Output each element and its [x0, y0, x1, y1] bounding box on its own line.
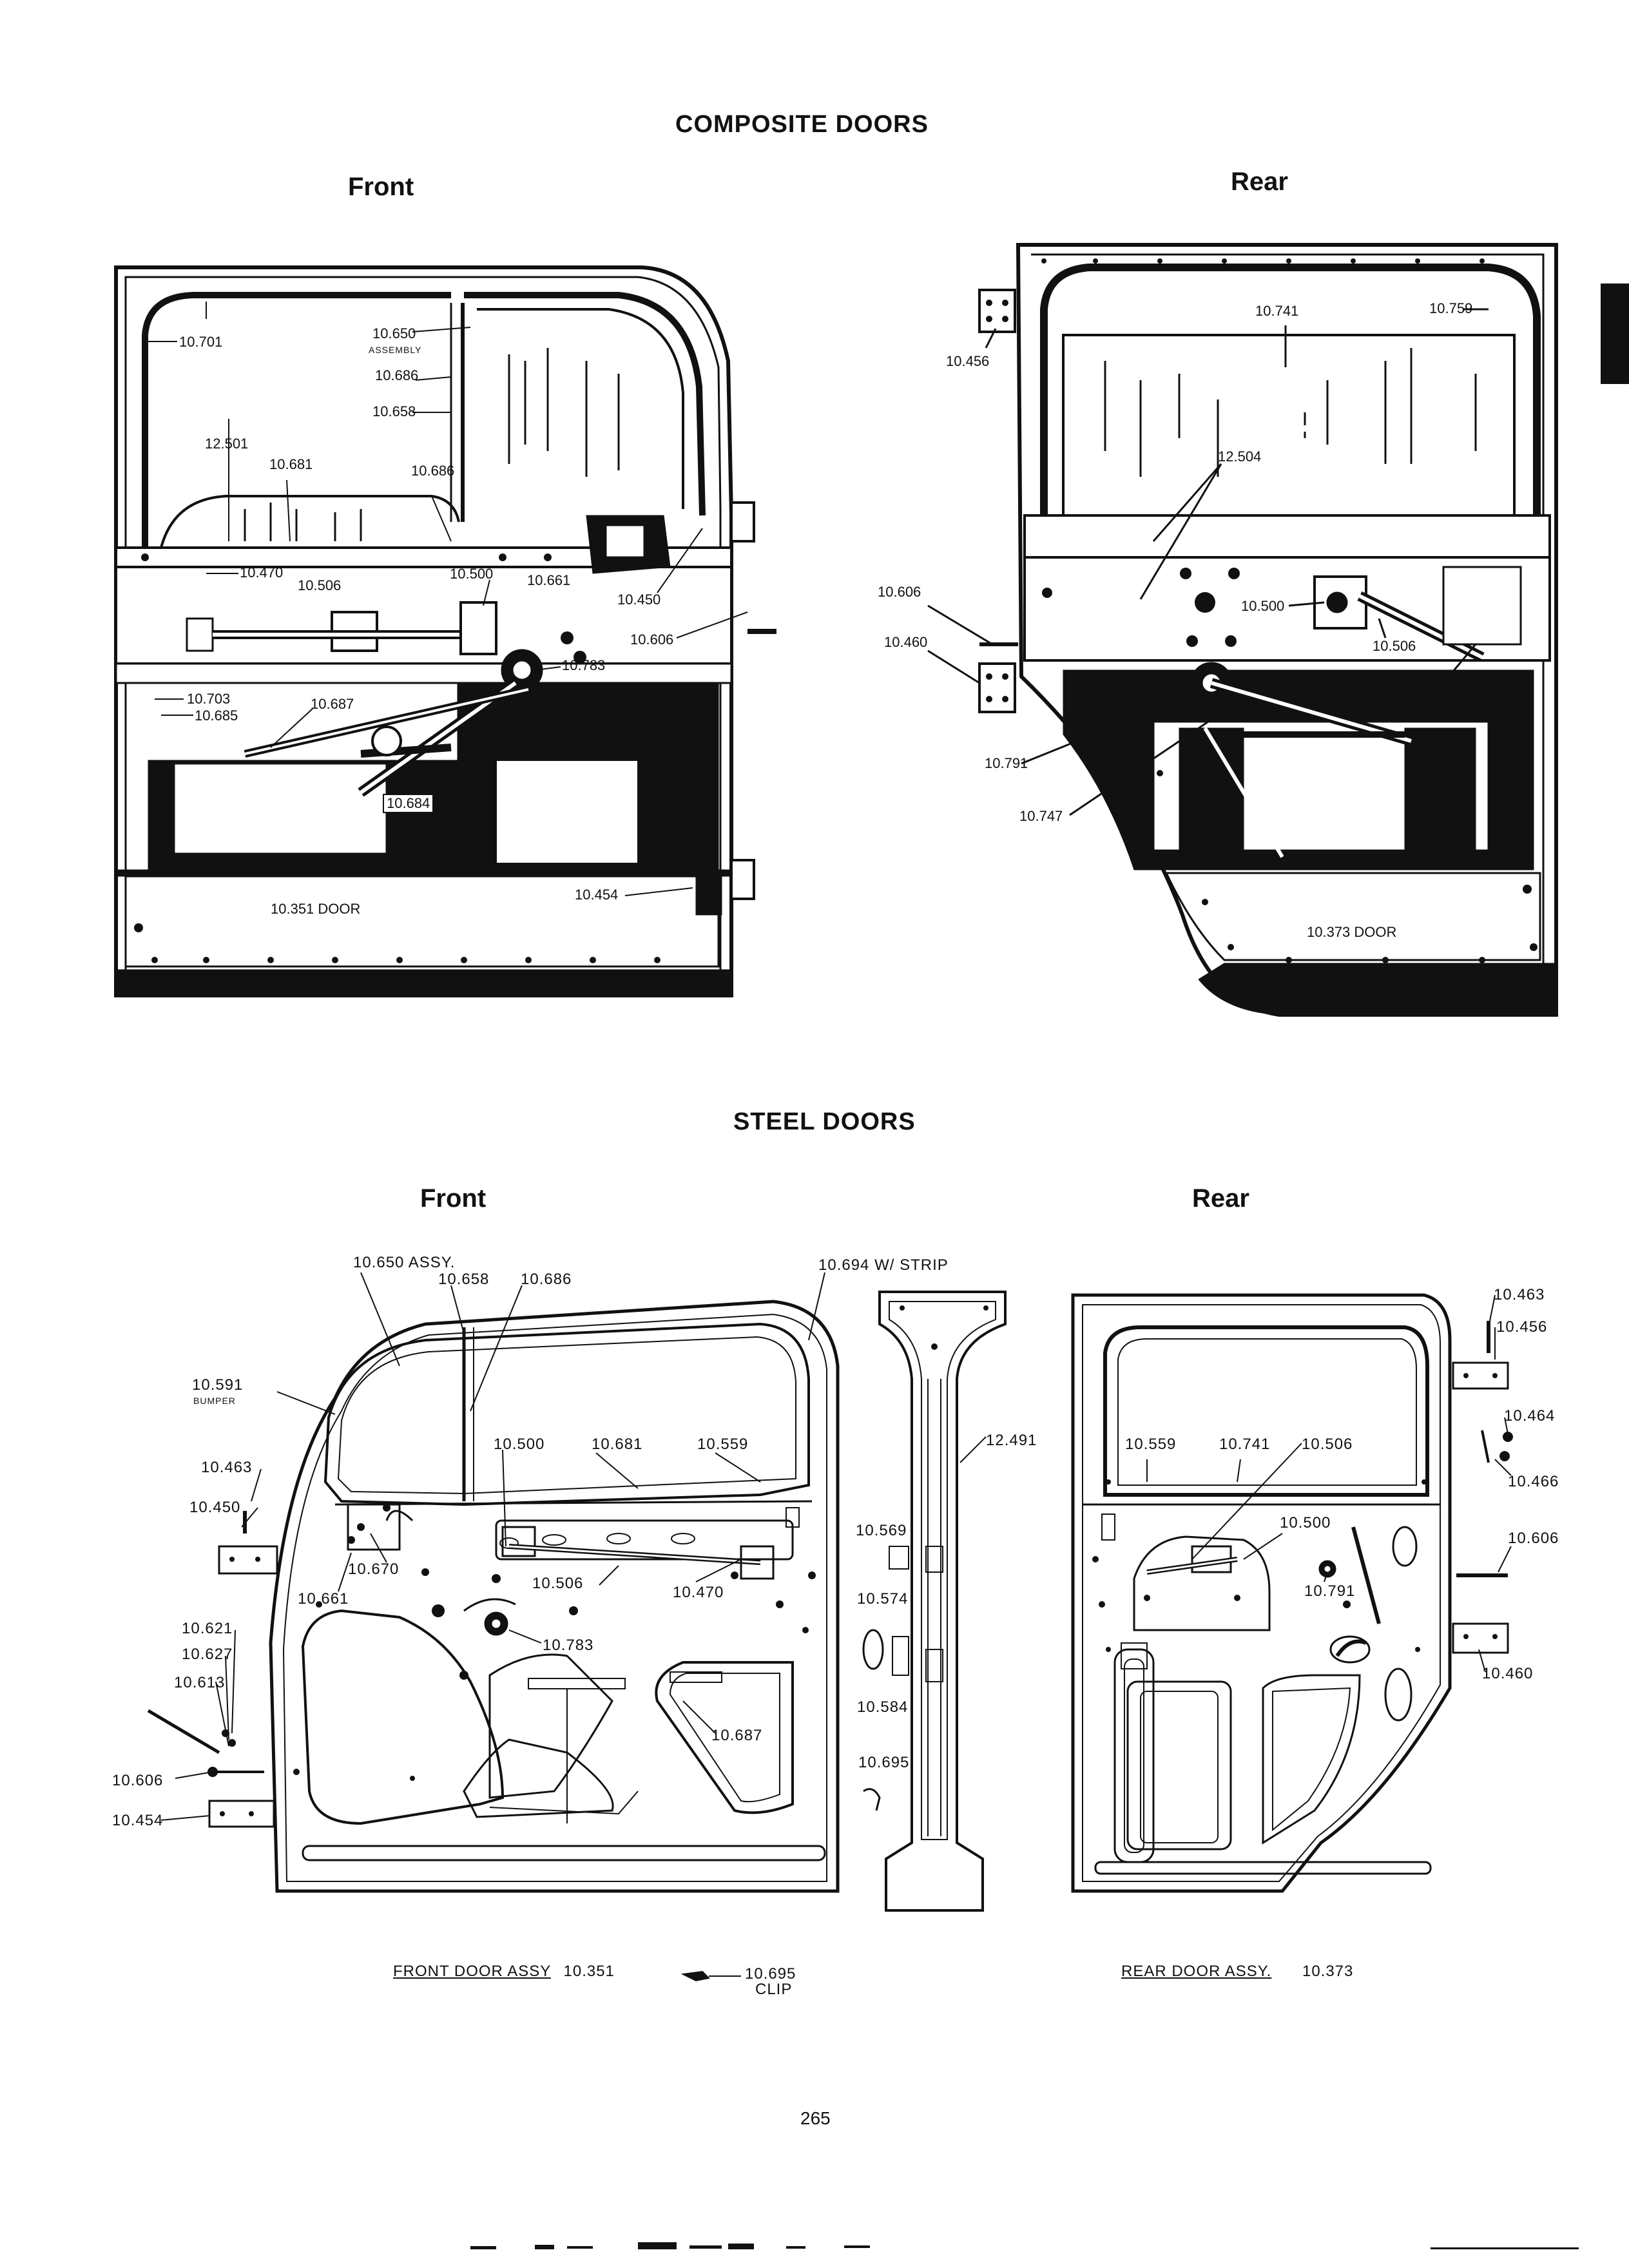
- part-label: 10.613: [174, 1674, 226, 1691]
- part-label: 12.491: [986, 1432, 1037, 1449]
- part-label: 10.464: [1504, 1407, 1556, 1425]
- part-label: 10.627: [182, 1646, 233, 1663]
- part-label: 10.450: [617, 591, 661, 608]
- part-label: 10.681: [269, 456, 313, 472]
- steel-doors-title: STEEL DOORS: [733, 1108, 916, 1135]
- part-label: 10.670: [348, 1561, 400, 1578]
- part-label: 10.500: [450, 566, 494, 582]
- part-label: 10.686: [521, 1271, 572, 1288]
- part-label: 10.463: [201, 1459, 253, 1476]
- part-label: 10.506: [298, 577, 342, 593]
- part-label: 10.686: [375, 367, 419, 383]
- part-label: 10.703: [187, 691, 231, 707]
- part-label: 10.621: [182, 1620, 233, 1637]
- part-label: 10.783: [562, 657, 606, 673]
- part-label: 10.686: [411, 463, 455, 479]
- part-label: 10.500: [494, 1436, 545, 1453]
- part-label: 10.687: [711, 1727, 763, 1744]
- part-label: BUMPER: [193, 1396, 236, 1406]
- part-label: 10.454: [112, 1812, 164, 1829]
- composite-rear-door-drawing: [927, 243, 1558, 1017]
- part-label: 10.687: [311, 696, 354, 712]
- composite-rear-heading: Rear: [1231, 168, 1288, 196]
- part-label: 10.606: [112, 1772, 164, 1789]
- part-label: 10.650 ASSY.: [353, 1254, 456, 1271]
- part-label: 10.506: [1373, 638, 1416, 654]
- part-label: 10.466: [1508, 1473, 1559, 1490]
- part-label: 10.559: [697, 1436, 749, 1453]
- part-label: 10.741: [1255, 303, 1299, 319]
- part-label: 10.454: [575, 887, 619, 903]
- part-label: 10.759: [1429, 300, 1473, 316]
- front-door-assembly-caption: FRONT DOOR ASSY 10.351: [393, 1963, 615, 1981]
- part-label: 10.460: [884, 634, 928, 650]
- part-label: 10.450: [189, 1499, 241, 1516]
- part-label: 12.501: [205, 436, 249, 452]
- part-label: 10.569: [856, 1522, 907, 1539]
- part-label: 10.463: [1494, 1286, 1545, 1303]
- part-label: 10.456: [946, 353, 990, 369]
- composite-front-door-drawing: [114, 265, 776, 997]
- rear-door-assembly-number: 10.373: [1302, 1963, 1354, 1980]
- rear-door-assembly-title: REAR DOOR ASSY.: [1121, 1963, 1272, 1980]
- scan-artifacts: [470, 2242, 1579, 2249]
- steel-rear-door-drawing: [1071, 1293, 1513, 1893]
- part-label: 10.685: [195, 707, 238, 724]
- part-label: 10.661: [527, 572, 571, 588]
- steel-front-heading: Front: [420, 1184, 487, 1213]
- part-label: 10.574: [857, 1590, 909, 1608]
- part-label: 10.701: [179, 334, 223, 350]
- center-pillar-drawing: [680, 1291, 1007, 1982]
- part-label: 10.584: [857, 1698, 909, 1716]
- steel-front-door-drawing: [147, 1272, 987, 1893]
- clip-part-number: 10.695: [745, 1965, 796, 1983]
- part-label: 10.591: [192, 1376, 244, 1394]
- part-label: 10.650: [372, 325, 416, 341]
- part-label: 10.351 DOOR: [271, 901, 361, 917]
- page-number: 265: [800, 2108, 831, 2128]
- part-label: 10.470: [673, 1584, 724, 1601]
- part-label: 10.606: [878, 584, 921, 600]
- page-tab-marker: [1601, 284, 1629, 384]
- composite-front-heading: Front: [348, 173, 414, 201]
- part-label: 10.606: [630, 631, 674, 648]
- part-label: 10.460: [1482, 1665, 1534, 1682]
- clip-label: CLIP: [755, 1981, 793, 1998]
- part-label: 10.500: [1280, 1514, 1331, 1532]
- part-label: 10.506: [532, 1575, 584, 1592]
- part-label: 10.470: [240, 564, 284, 581]
- part-label: 10.694 W/ STRIP: [818, 1256, 949, 1274]
- part-label: 10.783: [543, 1637, 594, 1654]
- part-label: 10.506: [1302, 1436, 1353, 1453]
- part-label: 10.559: [1125, 1436, 1177, 1453]
- part-label: 10.695: [858, 1754, 910, 1771]
- part-label: 10.791: [1304, 1582, 1356, 1600]
- part-label: 10.791: [985, 755, 1028, 771]
- part-label: 10.373 DOOR: [1307, 924, 1397, 940]
- part-label: 10.661: [298, 1590, 349, 1608]
- part-label: 10.470: [1416, 684, 1460, 700]
- part-label: 10.658: [372, 403, 416, 419]
- rear-door-assembly-caption: REAR DOOR ASSY. 10.373: [1121, 1963, 1353, 1981]
- part-label: 10.500: [1241, 598, 1285, 614]
- composite-doors-title: COMPOSITE DOORS: [675, 111, 929, 138]
- part-label: 10.741: [1219, 1436, 1271, 1453]
- part-label: 10.658: [438, 1271, 490, 1288]
- part-label: 10.606: [1508, 1530, 1559, 1547]
- part-label: 10.747: [1019, 808, 1063, 824]
- part-label: 12.504: [1218, 448, 1262, 465]
- part-label: 10.456: [1496, 1318, 1548, 1336]
- part-label: ASSEMBLY: [369, 345, 422, 355]
- front-door-assembly-title: FRONT DOOR ASSY: [393, 1963, 551, 1980]
- front-door-assembly-number: 10.351: [563, 1963, 615, 1980]
- part-label: 10.684: [383, 794, 434, 813]
- part-label: 10.681: [592, 1436, 643, 1453]
- steel-rear-heading: Rear: [1192, 1184, 1249, 1213]
